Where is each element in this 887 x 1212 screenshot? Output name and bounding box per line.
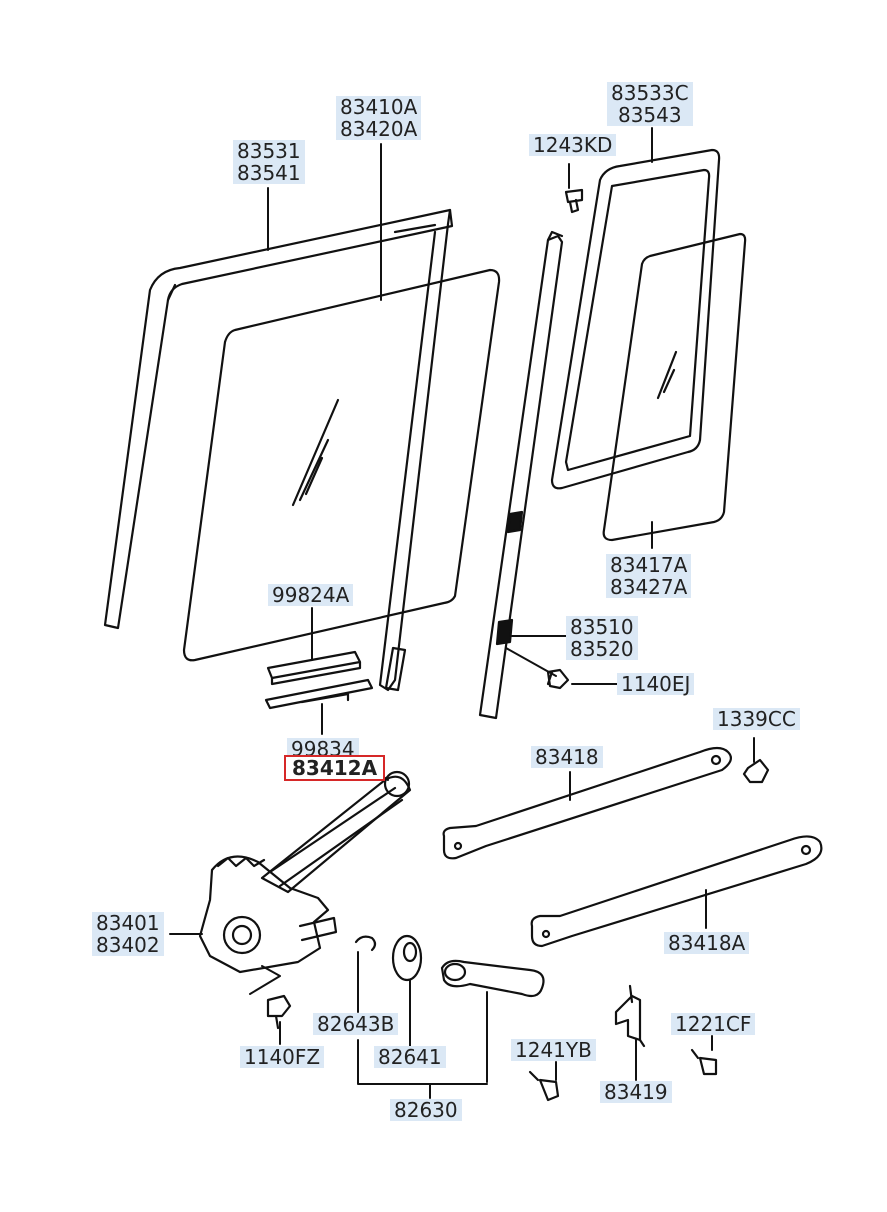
handle-drawing	[440, 959, 545, 998]
part-label-1221cf[interactable]: 1221CF	[671, 1012, 756, 1036]
part-label-83533c[interactable]: 83533C 83543	[607, 82, 693, 126]
bracket-drawing	[614, 984, 646, 1048]
part-label-83419[interactable]: 83419	[600, 1081, 672, 1103]
part-number: 99824A	[272, 583, 350, 607]
door-glass-drawing	[182, 268, 501, 662]
part-number: 82643B	[317, 1012, 395, 1036]
part-number: 1140FZ	[244, 1045, 321, 1069]
stay-a-drawing	[530, 835, 823, 948]
fastener-drawings	[266, 188, 770, 1102]
washer-drawing	[391, 934, 423, 982]
rear-channel-drawing	[478, 230, 564, 720]
part-number: 83410A	[340, 95, 418, 119]
part-label-83410a[interactable]: 83410A 83420A	[336, 95, 422, 141]
part-number: 83520	[570, 637, 634, 661]
part-number: 82630	[394, 1098, 458, 1122]
part-label-83418[interactable]: 83418	[531, 746, 603, 768]
part-number: 83412A	[292, 756, 378, 780]
part-number: 83401	[96, 911, 160, 935]
part-number: 83417A	[610, 553, 688, 577]
part-number: 83427A	[610, 575, 688, 599]
part-label-83418a[interactable]: 83418A	[664, 931, 750, 955]
part-number: 83418A	[668, 931, 746, 955]
stay-drawing	[442, 746, 732, 860]
leader-lines	[169, 127, 755, 1099]
part-number: 99834	[291, 737, 355, 761]
part-number: 83402	[96, 933, 160, 957]
part-number: 83543	[617, 103, 682, 127]
part-label-82630[interactable]: 82630	[390, 1099, 462, 1121]
part-number: 1221CF	[675, 1012, 752, 1036]
quarter-glass-drawing	[602, 232, 747, 542]
part-number: 83531	[237, 139, 301, 163]
regulator-drawing	[198, 855, 338, 974]
part-label-1140fz[interactable]: 1140FZ	[240, 1045, 325, 1069]
regulator-arm-drawing	[260, 770, 412, 894]
part-label-82643b[interactable]: 82643B	[313, 1012, 399, 1036]
part-number: 1241YB	[515, 1038, 592, 1062]
part-label-99834[interactable]: 99834	[287, 738, 359, 760]
part-number: 83419	[604, 1080, 668, 1104]
part-label-82641[interactable]: 82641	[374, 1046, 446, 1068]
part-label-99824a[interactable]: 99824A	[268, 583, 354, 607]
part-number: 83541	[237, 161, 301, 185]
part-label-1339cc[interactable]: 1339CC	[713, 708, 800, 730]
part-number: 83510	[570, 615, 634, 639]
part-number: 83418	[535, 745, 599, 769]
part-number: 82641	[378, 1045, 442, 1069]
part-label-1243kd[interactable]: 1243KD	[529, 133, 617, 157]
quarter-weatherstrip-drawing	[550, 148, 721, 490]
part-number: 1339CC	[717, 707, 796, 731]
part-label-83510[interactable]: 83510 83520	[566, 616, 638, 660]
part-label-1140ej[interactable]: 1140EJ	[617, 672, 695, 696]
part-label-83417a[interactable]: 83417A 83427A	[606, 553, 692, 599]
glass-channel-drawing	[264, 650, 374, 710]
part-number: 1243KD	[533, 133, 613, 157]
part-number: 83533C	[611, 81, 689, 105]
part-label-83531[interactable]: 83531 83541	[233, 140, 305, 184]
clip-drawing	[354, 935, 377, 952]
run-channel-drawing	[103, 208, 454, 692]
part-number: 1140EJ	[621, 672, 691, 696]
part-label-1241yb[interactable]: 1241YB	[511, 1039, 596, 1061]
part-label-83401[interactable]: 83401 83402	[92, 912, 164, 956]
part-number: 83420A	[340, 117, 418, 141]
part-label-83412a-highlighted[interactable]: 83412A	[284, 755, 386, 781]
